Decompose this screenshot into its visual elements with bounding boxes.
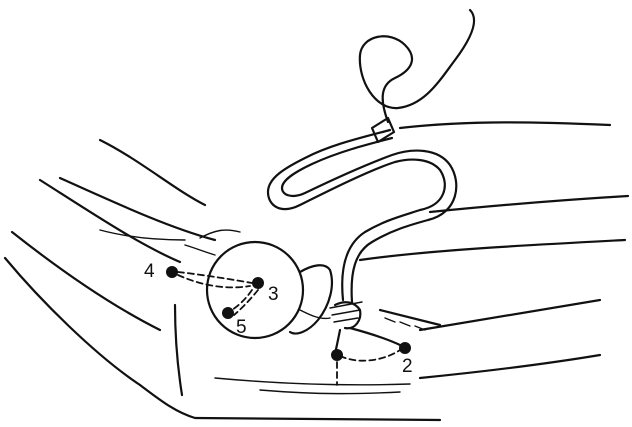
- port-junction: [330, 302, 440, 358]
- portal-4-dot: [166, 266, 178, 278]
- portal-5-dot: [222, 307, 234, 319]
- arm-outline: [5, 122, 628, 420]
- portal-connections: [178, 272, 400, 385]
- portal-3-dot: [252, 277, 264, 289]
- portal-points: [166, 266, 411, 361]
- portal-2b-dot: [399, 342, 411, 354]
- label-4: 4: [144, 261, 155, 282]
- label-5: 5: [236, 317, 247, 338]
- label-2: 2: [402, 356, 413, 377]
- label-3: 3: [268, 284, 279, 305]
- portal-2a-dot: [331, 349, 343, 361]
